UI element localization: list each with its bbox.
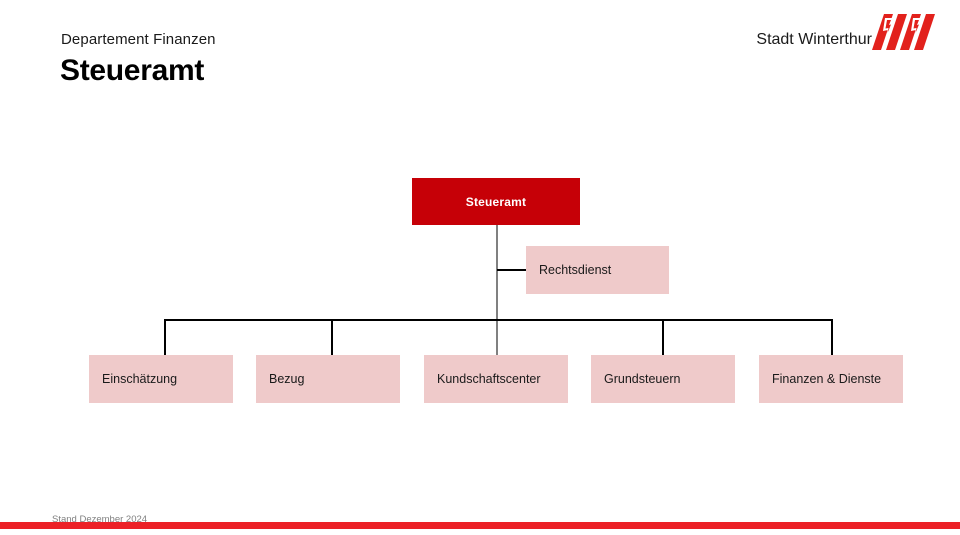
page-title: Steueramt (60, 54, 205, 87)
connector-root-vertical (496, 225, 498, 355)
connector-drop-grundsteuern (662, 320, 664, 355)
node-grundsteuern[interactable]: Grundsteuern (591, 355, 735, 403)
connector-drop-finanzen-dienste (831, 320, 833, 355)
node-label: Steueramt (465, 194, 527, 209)
node-label: Kundschaftscenter (437, 372, 541, 386)
department-label: Departement Finanzen (61, 31, 216, 48)
stand-label: Stand Dezember 2024 (52, 514, 148, 525)
connector-horizontal-bus (164, 319, 833, 321)
connector-drop-einschaetzung (164, 320, 166, 355)
node-bezug[interactable]: Bezug (256, 355, 400, 403)
connector-staff-rechtsdienst (497, 269, 526, 271)
connector-drop-bezug (331, 320, 333, 355)
node-label: Einschätzung (102, 372, 178, 386)
node-finanzen-dienste[interactable]: Finanzen & Dienste (759, 355, 903, 403)
node-label: Finanzen & Dienste (772, 372, 882, 386)
node-label: Grundsteuern (604, 372, 681, 386)
node-einschaetzung[interactable]: Einschätzung (89, 355, 233, 403)
node-label: Bezug (269, 372, 305, 386)
footer-accent-bar (0, 522, 960, 529)
node-steueramt[interactable]: Steueramt (412, 178, 580, 225)
winterthur-coat-of-arms-icon (866, 14, 944, 50)
node-rechtsdienst[interactable]: Rechtsdienst (526, 246, 669, 294)
node-kundschaftscenter[interactable]: Kundschaftscenter (424, 355, 568, 403)
brand-label: Stadt Winterthur (756, 31, 872, 48)
node-label: Rechtsdienst (539, 263, 612, 277)
